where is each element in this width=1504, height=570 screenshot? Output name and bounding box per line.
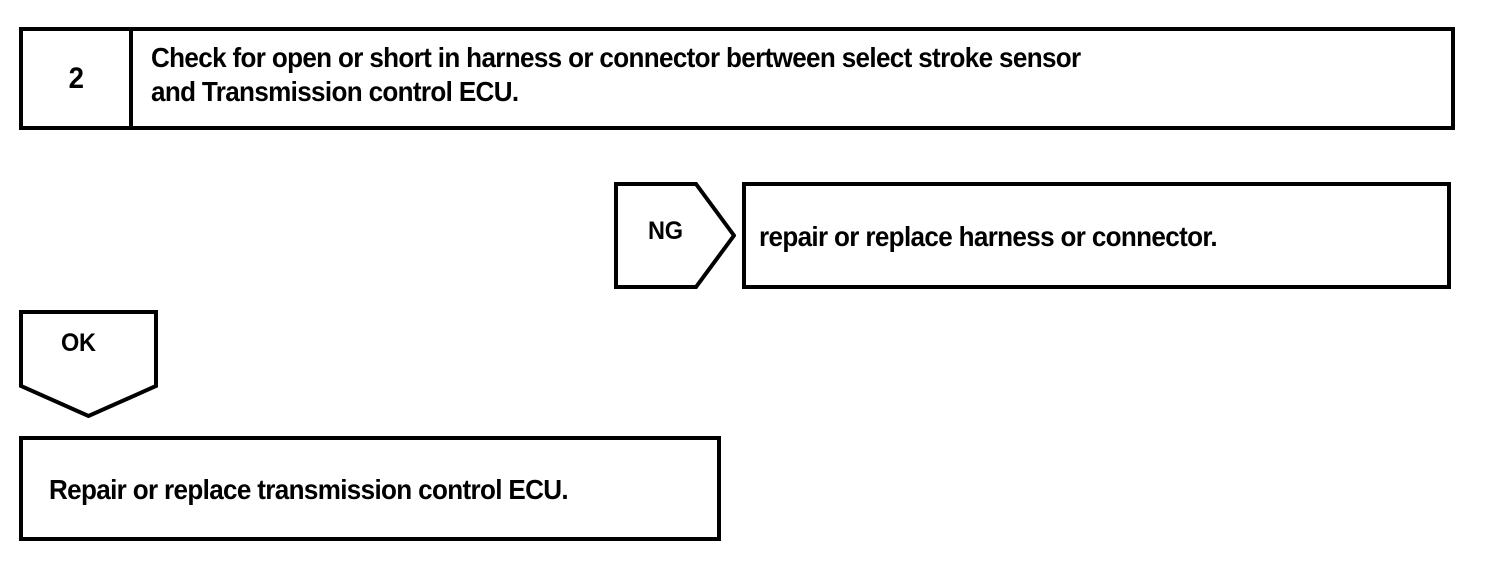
ng-branch-label: NG xyxy=(648,217,683,245)
step-box: 2 Check for open or short in harness or … xyxy=(19,27,1455,130)
ng-arrow-shape xyxy=(614,182,736,289)
ok-branch-label: OK xyxy=(61,329,96,357)
step-number-cell: 2 xyxy=(23,31,133,126)
step-instruction: Check for open or short in harness or co… xyxy=(151,41,1351,109)
ng-result-box: repair or replace harness or connector. xyxy=(742,182,1451,289)
step-number: 2 xyxy=(68,61,84,95)
step-instruction-line-1: Check for open or short in harness or co… xyxy=(151,42,1081,73)
ng-result-text: repair or replace harness or connector. xyxy=(759,221,1218,252)
step-instruction-line-2: and Transmission control ECU. xyxy=(151,76,519,107)
ok-result-text: Repair or replace transmission control E… xyxy=(49,474,569,505)
ok-result-box: Repair or replace transmission control E… xyxy=(19,436,721,541)
ok-arrow-shape xyxy=(19,310,158,418)
